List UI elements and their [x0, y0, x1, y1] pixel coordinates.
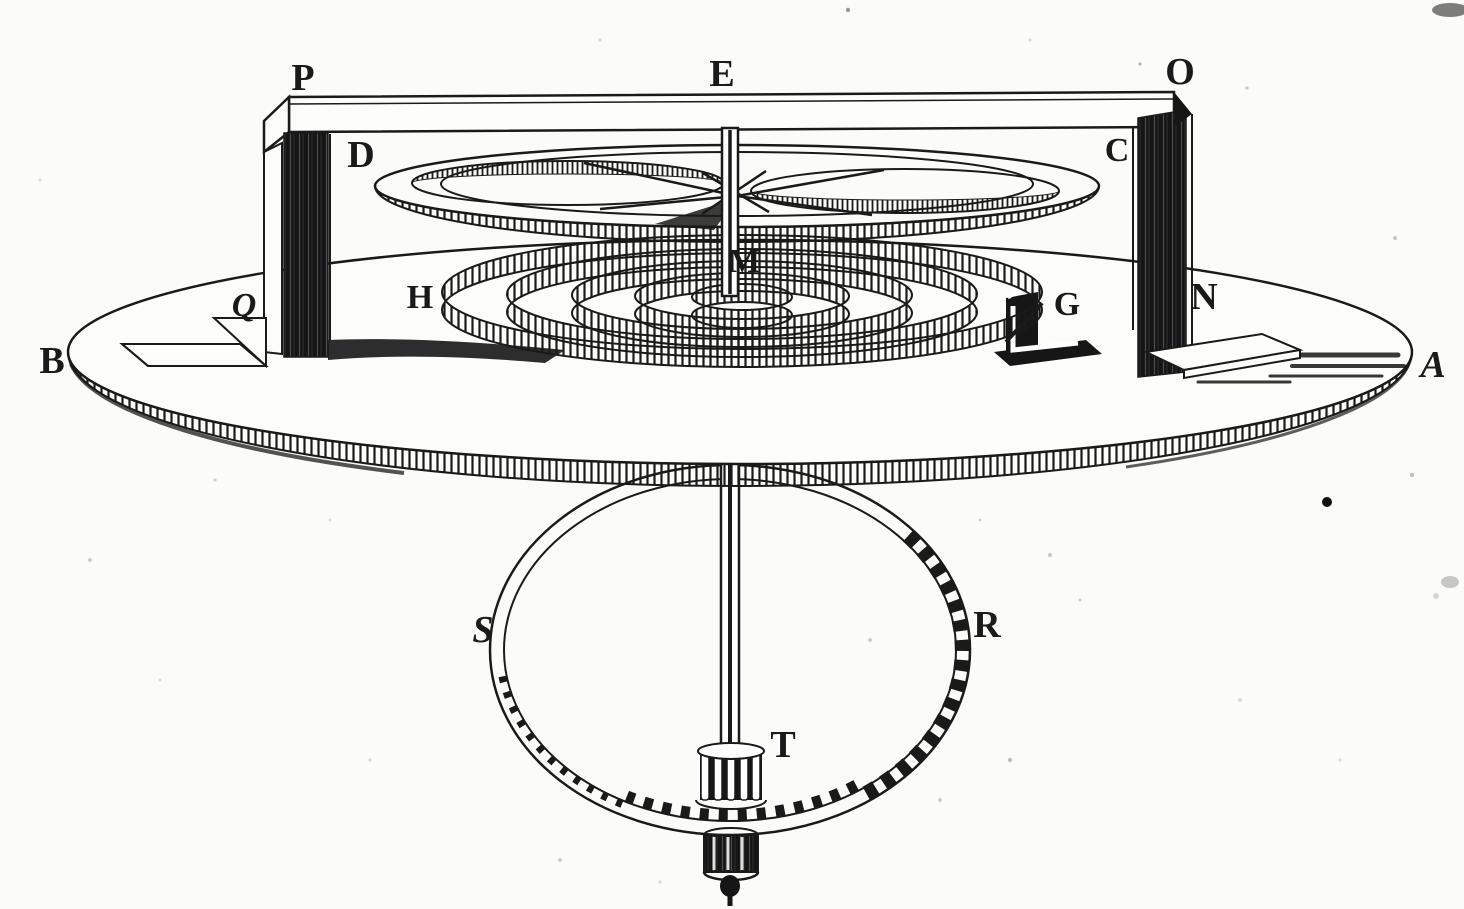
label-O: O — [1165, 51, 1195, 93]
beam-front — [287, 90, 1176, 134]
label-G: G — [1053, 286, 1081, 323]
lantern-pinion — [695, 742, 767, 906]
label-R: R — [973, 604, 1001, 646]
left-post — [283, 132, 329, 358]
spring-outer-end — [1004, 301, 1044, 344]
right-post — [1137, 109, 1187, 378]
gear-teeth-right — [859, 530, 970, 802]
label-D: D — [347, 134, 375, 176]
label-Q: Q — [231, 287, 257, 324]
label-N: N — [1190, 276, 1218, 318]
label-C: C — [1104, 132, 1130, 169]
top-wheel-rim — [374, 185, 1100, 243]
frame — [119, 90, 1406, 384]
base-plate-n — [1142, 332, 1304, 380]
plate-shadow — [1196, 352, 1406, 384]
platform-rim — [67, 351, 1413, 487]
label-B: B — [39, 340, 65, 382]
foot-bracket-q — [119, 317, 269, 369]
lower-arbor — [719, 446, 741, 752]
label-S: S — [472, 609, 494, 651]
label-M: M — [727, 243, 761, 280]
label-P: P — [291, 57, 315, 99]
upper-arbor — [720, 126, 740, 298]
label-T: T — [770, 724, 796, 766]
crown-wheel — [488, 463, 972, 837]
label-E: E — [709, 53, 735, 95]
spiral-spring — [440, 234, 1044, 368]
beam-right-cap — [1174, 92, 1192, 127]
left-post-face — [263, 141, 283, 356]
gear-teeth-bottom — [624, 780, 859, 821]
label-A: A — [1420, 344, 1446, 386]
label-H: H — [406, 279, 434, 316]
paper-speckles — [38, 3, 1464, 884]
gear-teeth-left — [498, 673, 624, 808]
